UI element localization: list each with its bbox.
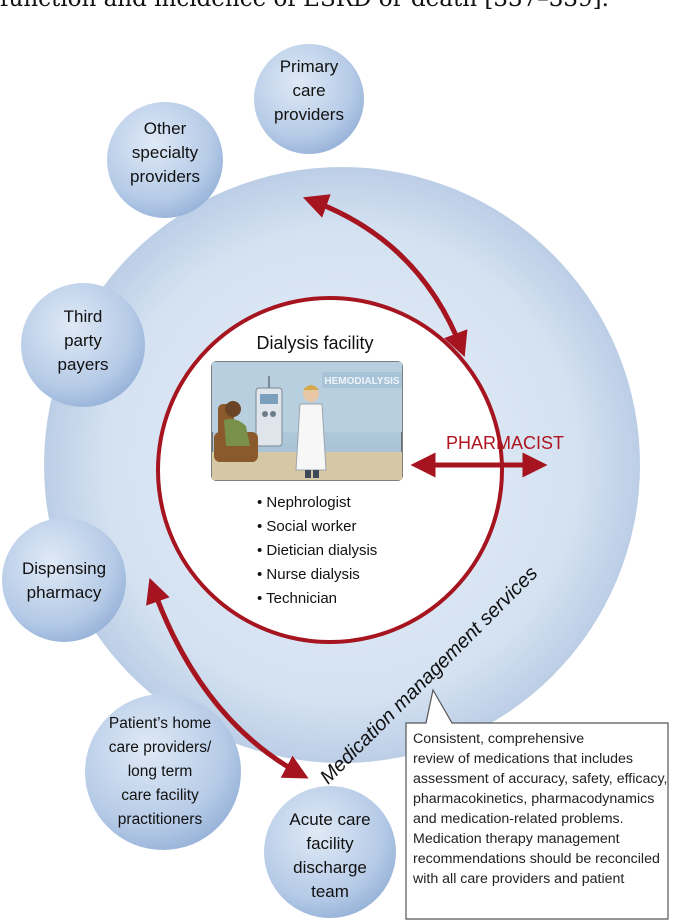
callout-line: recommendations should be reconciled bbox=[413, 851, 660, 867]
node-acute-care: Acute care facility discharge team bbox=[264, 786, 396, 918]
callout-line: and medication-related problems. bbox=[413, 811, 624, 827]
node-home-care-line-2: care providers/ bbox=[109, 739, 212, 756]
staff-item: • Nephrologist bbox=[257, 494, 351, 511]
node-other-specialty-line-1: Other bbox=[144, 119, 187, 138]
callout-line: assessment of accuracy, safety, efficacy… bbox=[413, 771, 668, 787]
dialysis-staff-list: • Nephrologist • Social worker • Dietici… bbox=[257, 494, 377, 607]
node-other-specialty-line-2: specialty bbox=[132, 143, 199, 162]
staff-item: • Social worker bbox=[257, 518, 356, 535]
node-third-party-line-3: payers bbox=[57, 355, 108, 374]
node-acute-care-line-4: team bbox=[311, 882, 349, 901]
callout-line: pharmacokinetics, pharmacodynamics bbox=[413, 791, 655, 807]
node-acute-care-line-2: facility bbox=[306, 834, 354, 853]
node-home-care-line-4: care facility bbox=[121, 787, 199, 804]
dialysis-facility-title: Dialysis facility bbox=[256, 333, 373, 353]
node-acute-care-line-1: Acute care bbox=[289, 810, 370, 829]
callout-text: Consistent, comprehensive review of medi… bbox=[406, 723, 668, 919]
callout-line: review of medications that includes bbox=[413, 751, 634, 767]
callout-line: Consistent, comprehensive bbox=[413, 731, 585, 747]
node-dispensing-pharmacy: Dispensing pharmacy bbox=[2, 518, 126, 642]
upper-arrow bbox=[302, 194, 468, 358]
node-other-specialty: Other specialty providers bbox=[107, 102, 223, 218]
node-third-party: Third party payers bbox=[21, 283, 145, 407]
node-dispensing-pharmacy-line-1: Dispensing bbox=[22, 559, 106, 578]
callout-box bbox=[405, 688, 669, 920]
hemodialysis-sign: HEMODIALYSIS bbox=[324, 376, 400, 387]
lower-arrow bbox=[146, 577, 309, 779]
callout-line: Medication therapy management bbox=[413, 831, 620, 847]
staff-item: • Dietician dialysis bbox=[257, 542, 377, 559]
node-home-care: Patient’s home care providers/ long term… bbox=[85, 694, 241, 850]
node-home-care-line-5: practitioners bbox=[118, 811, 203, 828]
node-primary-care-line-1: Primary bbox=[280, 57, 339, 76]
header-text: function and incidence of ESRD or death … bbox=[0, 0, 676, 12]
staff-item: • Technician bbox=[257, 590, 337, 607]
staff-item: • Nurse dialysis bbox=[257, 566, 360, 583]
node-primary-care-line-3: providers bbox=[274, 105, 344, 124]
node-home-care-line-3: long term bbox=[128, 763, 193, 780]
node-dispensing-pharmacy-line-2: pharmacy bbox=[27, 583, 102, 602]
node-home-care-line-1: Patient’s home bbox=[109, 715, 211, 732]
pharmacist-label: PHARMACIST bbox=[446, 433, 564, 453]
callout-line: with all care providers and patient bbox=[413, 871, 625, 887]
node-third-party-line-2: party bbox=[64, 331, 102, 350]
hemodialysis-illustration: HEMODIALYSIS bbox=[211, 361, 403, 481]
node-acute-care-line-3: discharge bbox=[293, 858, 367, 877]
node-primary-care-line-2: care bbox=[292, 81, 325, 100]
node-primary-care: Primary care providers bbox=[254, 44, 364, 154]
node-third-party-line-1: Third bbox=[64, 307, 103, 326]
node-other-specialty-line-3: providers bbox=[130, 167, 200, 186]
